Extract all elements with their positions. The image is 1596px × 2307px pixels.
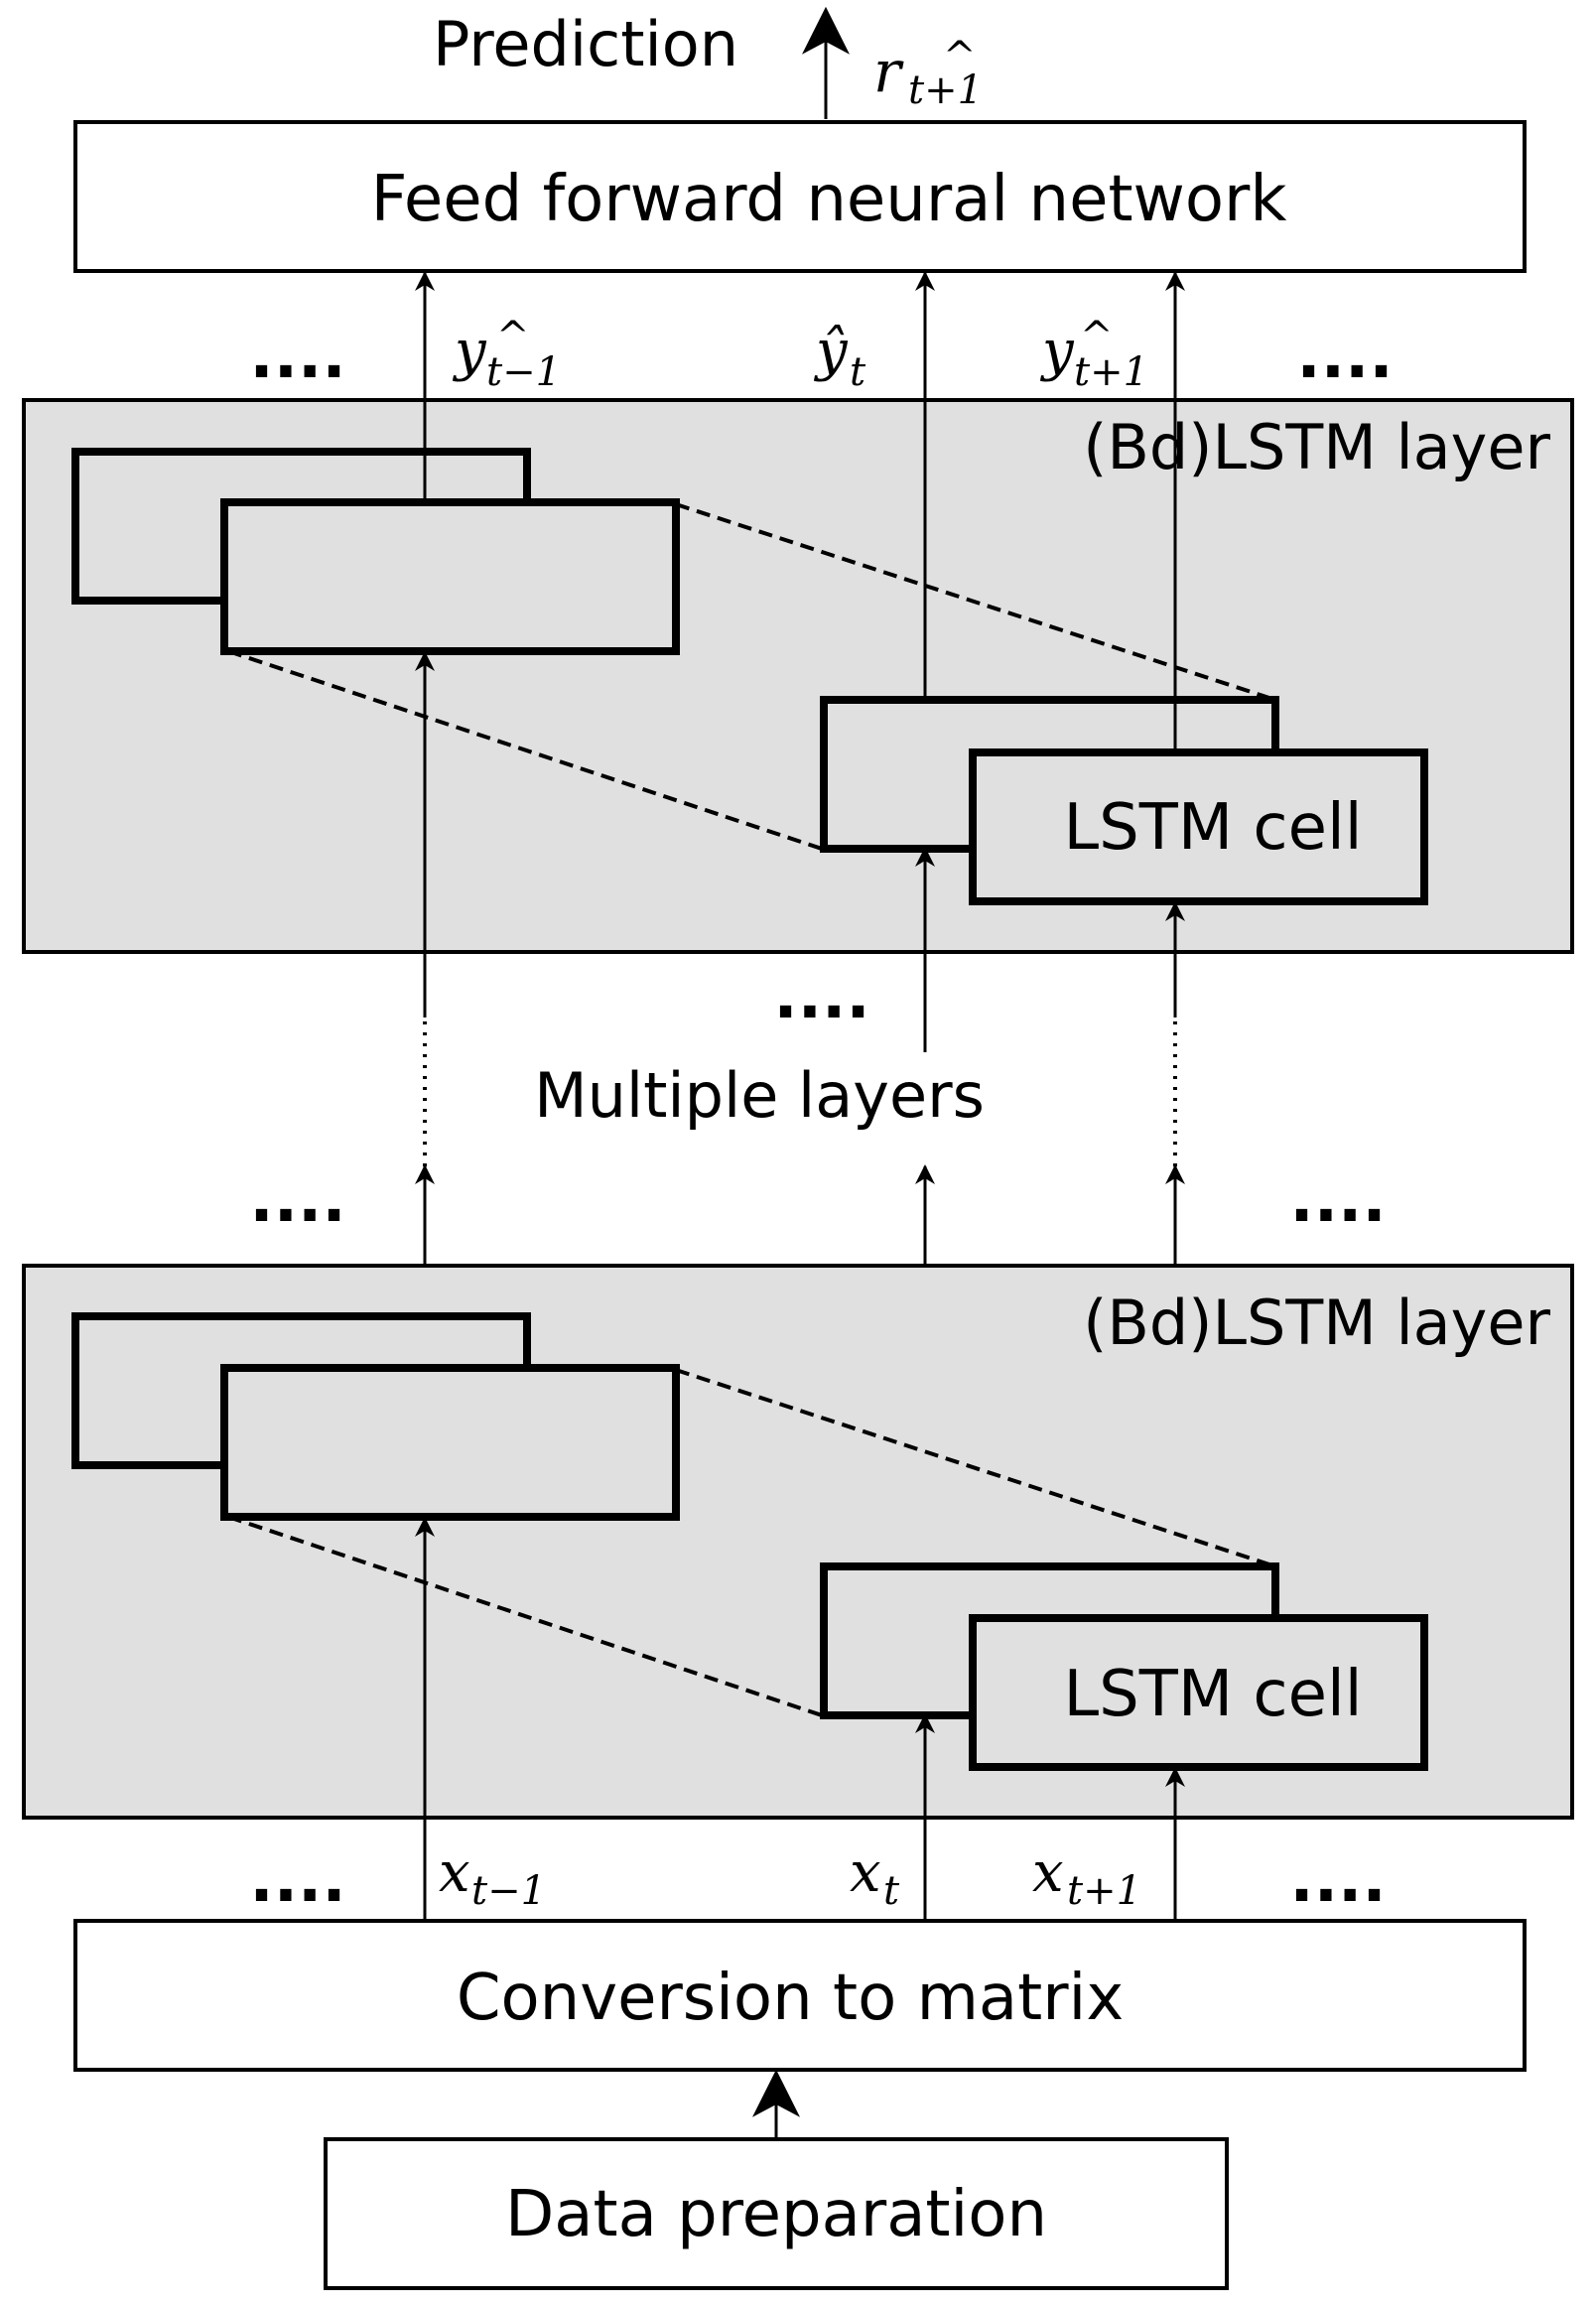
output-symbol-r: r t+1 ^	[873, 34, 983, 113]
outputs-ellipsis-right: ....	[1296, 320, 1393, 393]
conversion-box	[73, 1919, 1527, 2072]
input-x-next-symbol: x	[1032, 1840, 1064, 1905]
bottom-layer-front-cell-right	[969, 1614, 1428, 1771]
bottom-layer-cell-label: LSTM cell	[1063, 1658, 1362, 1731]
output-y-prev-subscript: t−1	[486, 349, 561, 395]
output-symbol-r-subscript: t+1	[908, 68, 983, 113]
bottom-layer-front-cell-left	[220, 1364, 680, 1521]
prediction-label: Prediction	[433, 8, 738, 80]
input-x-curr-symbol: x	[850, 1840, 881, 1905]
output-symbol-r-hat: ^	[943, 34, 977, 79]
middle-ellipsis-center: ....	[773, 960, 869, 1033]
input-x-curr-subscript: t	[883, 1868, 900, 1914]
data-prep-label: Data preparation	[505, 2178, 1047, 2251]
output-y-prev-label: y t−1 ^	[452, 314, 561, 395]
output-y-curr-label: ŷ t	[813, 319, 866, 395]
input-x-next-label: x t+1	[1032, 1840, 1141, 1914]
top-layer-front-cell-right	[969, 748, 1428, 905]
bottom-layer-label: (Bd)LSTM layer	[1083, 1287, 1550, 1359]
output-y-next-hat: ^	[1080, 314, 1114, 359]
output-y-next-symbol: y	[1039, 319, 1075, 383]
output-y-curr-subscript: t	[850, 349, 866, 395]
input-x-prev-subscript: t−1	[471, 1868, 546, 1914]
top-layer-front-cell-left	[220, 498, 680, 655]
outputs-ellipsis-left: ....	[249, 320, 345, 393]
multiple-layers-label: Multiple layers	[534, 1059, 985, 1132]
input-x-prev-label: x t−1	[439, 1840, 546, 1914]
top-layer-dashed-lower	[227, 649, 823, 851]
inputs-ellipsis-left: ....	[249, 1843, 345, 1917]
output-y-next-subscript: t+1	[1074, 349, 1148, 395]
input-x-next-subscript: t+1	[1067, 1868, 1141, 1914]
data-prep-box	[324, 2137, 1229, 2290]
ffnn-label: Feed forward neural network	[371, 163, 1287, 236]
input-x-prev-symbol: x	[439, 1840, 470, 1905]
inputs-ellipsis-right: ....	[1289, 1843, 1386, 1917]
ffnn-box	[73, 120, 1527, 273]
conversion-label: Conversion to matrix	[457, 1962, 1124, 2035]
middle-ellipsis-left: ....	[249, 1163, 345, 1237]
output-y-curr-symbol: ŷ	[813, 319, 849, 383]
top-layer-cell-label: LSTM cell	[1063, 791, 1362, 865]
input-x-curr-label: x t	[850, 1840, 900, 1914]
output-y-prev-hat: ^	[496, 314, 530, 359]
output-symbol-r-letter: r	[873, 38, 904, 105]
top-layer-label: (Bd)LSTM layer	[1083, 411, 1550, 483]
bottom-layer-dashed-lower	[227, 1515, 823, 1717]
output-y-prev-symbol: y	[452, 319, 487, 383]
bottom-layer-dashed-upper	[675, 1368, 1276, 1568]
middle-ellipsis-right: ....	[1289, 1163, 1386, 1237]
output-y-next-label: y t+1 ^	[1039, 314, 1148, 395]
